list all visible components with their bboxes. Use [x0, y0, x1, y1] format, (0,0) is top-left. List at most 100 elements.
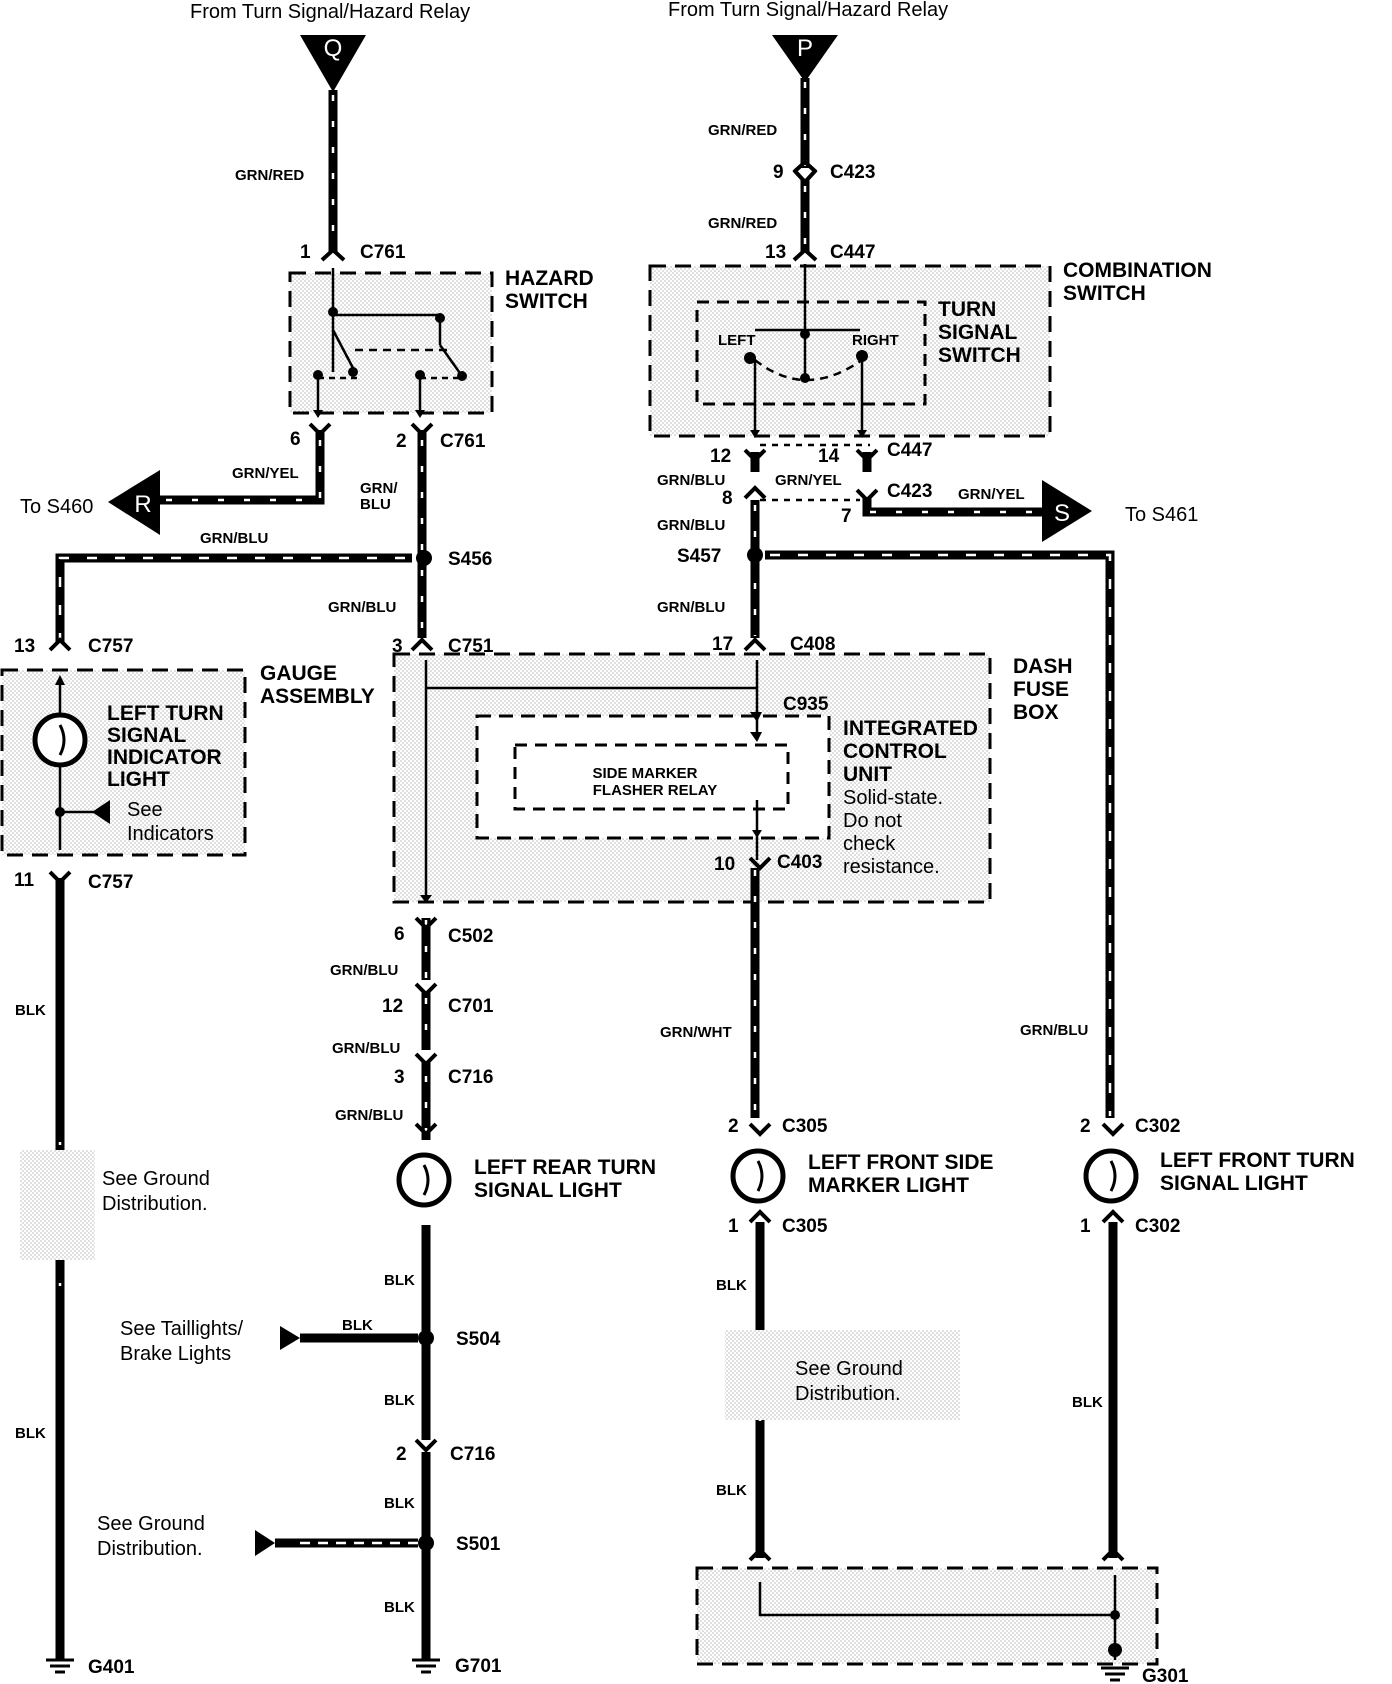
splice-s456: S456 [448, 549, 492, 570]
ground-distribution-shade-right [725, 1330, 960, 1420]
pin-1-c302: 1 [1080, 1216, 1091, 1237]
dash-fuse-box-title-3: BOX [1013, 701, 1059, 724]
wire-grn-wht: GRN/WHT [660, 1024, 732, 1041]
wire-grn-blu-front-turn: GRN/BLU [1020, 1022, 1088, 1039]
connector-c701: C701 [448, 996, 494, 1017]
connector-c305-top: C305 [782, 1116, 828, 1137]
ground-g701: G701 [455, 1656, 502, 1677]
wire-grn-red-right-2: GRN/RED [708, 215, 777, 232]
connector-c761-bottom: C761 [440, 431, 486, 452]
wire-grn-blu-turn-left: GRN/BLU [657, 472, 725, 489]
relay-title-2: FLASHER RELAY [593, 782, 717, 799]
see-taillights-2: Brake Lights [120, 1343, 231, 1365]
splice-s457: S457 [677, 546, 721, 567]
turn-signal-switch-title-3: SWITCH [938, 344, 1021, 367]
see-ground-rear-2: Distribution. [97, 1538, 203, 1560]
wire-blk-rear-3: BLK [384, 1495, 415, 1512]
see-indicators-1: See [127, 799, 163, 821]
connector-c935: C935 [783, 694, 829, 715]
from-relay-right-label: From Turn Signal/Hazard Relay [668, 0, 948, 21]
pin-14-c447: 14 [818, 446, 840, 467]
dash-fuse-box-title-1: DASH [1013, 655, 1073, 678]
pin-12-c447: 12 [710, 446, 731, 467]
connector-c502: C502 [448, 926, 493, 947]
icu-title-1: INTEGRATED [843, 717, 978, 740]
ground-g401: G401 [88, 1657, 135, 1678]
connector-r-label: R [134, 491, 151, 518]
wire-blk-left-1: BLK [15, 1002, 46, 1019]
hazard-switch-title-2: SWITCH [505, 290, 588, 313]
see-ground-rear-1: See Ground [97, 1513, 205, 1535]
rear-turn-light-label-1: LEFT REAR TURN [474, 1156, 656, 1179]
see-ground-right-1: See Ground [795, 1358, 903, 1380]
indicator-label-3: INDICATOR [107, 746, 222, 769]
connector-c423-bottom: C423 [887, 481, 932, 502]
wire-grn-blu-to-c751: GRN/BLU [328, 599, 396, 616]
wire-grn-yel-left: GRN/YEL [232, 465, 299, 482]
turn-signal-switch-box [695, 300, 927, 406]
pin-3-c751: 3 [392, 636, 403, 657]
see-taillights-1: See Taillights/ [120, 1318, 243, 1340]
side-marker-bulb-icon [730, 1148, 786, 1204]
front-turn-label-2: SIGNAL LIGHT [1160, 1172, 1308, 1195]
combination-switch-title-1: COMBINATION [1063, 259, 1212, 282]
splice-s504: S504 [456, 1329, 501, 1350]
connector-c447-top: C447 [830, 242, 875, 263]
gauge-assembly-title-1: GAUGE [260, 662, 337, 685]
connector-q-label: Q [324, 35, 343, 62]
icu-note-4: resistance. [843, 856, 940, 878]
wire-grn-blu-rear-1: GRN/BLU [330, 962, 398, 979]
wire-grn-blu-hazard-2: BLU [360, 496, 391, 513]
connector-c302-bottom: C302 [1135, 1216, 1180, 1237]
icu-note-1: Solid-state. [843, 787, 943, 809]
splice-s501: S501 [456, 1534, 501, 1555]
pin-2-c302: 2 [1080, 1116, 1091, 1137]
combination-switch-title-2: SWITCH [1063, 282, 1146, 305]
connector-s-triangle [1042, 480, 1092, 542]
wire-grn-blu-rear-3: GRN/BLU [335, 1107, 403, 1124]
turn-signal-switch-title-2: SIGNAL [938, 321, 1018, 344]
pin-17-c408: 17 [712, 634, 733, 655]
indicator-bulb-icon [32, 712, 88, 768]
pin-2-c761: 2 [396, 431, 407, 452]
connector-q-triangle [300, 35, 366, 92]
pin-2-c305: 2 [728, 1116, 739, 1137]
dash-fuse-box-title-2: FUSE [1013, 678, 1069, 701]
connector-c751: C751 [448, 636, 494, 657]
see-ground-left-2: Distribution. [102, 1193, 208, 1215]
connector-c423-top: C423 [830, 162, 875, 183]
ground-g301-icon [1101, 1666, 1129, 1682]
wire-blk-side-marker-1: BLK [716, 1277, 747, 1294]
side-marker-label-1: LEFT FRONT SIDE [808, 1151, 994, 1174]
wire-grn-blu-to-gauge: GRN/BLU [200, 530, 268, 547]
wire-grn-blu-hazard-1: GRN/ [360, 480, 398, 497]
pin-11-c757: 11 [14, 870, 35, 891]
wire-grn-yel-to-s461: GRN/YEL [958, 486, 1025, 503]
connector-r-triangle [108, 470, 160, 535]
icu-note-2: Do not [843, 810, 902, 832]
wire-blk-rear-2: BLK [384, 1392, 415, 1409]
connector-c716-bottom: C716 [450, 1444, 495, 1465]
from-relay-left-label: From Turn Signal/Hazard Relay [190, 1, 470, 23]
indicator-label-1: LEFT TURN [107, 702, 224, 725]
pin-6-c502: 6 [394, 924, 405, 945]
rear-turn-bulb-icon [396, 1152, 452, 1208]
indicator-label-2: SIGNAL [107, 724, 187, 747]
pin-3-c716: 3 [394, 1067, 405, 1088]
switch-left-label: LEFT [718, 332, 756, 349]
pin-6-c761: 6 [290, 429, 301, 450]
connector-c761-top: C761 [360, 242, 406, 263]
connector-p-label: P [797, 35, 813, 62]
wire-grn-blu-rear-2: GRN/BLU [332, 1040, 400, 1057]
side-marker-flasher-relay-box [513, 743, 790, 811]
wire-grn-blu-to-s457: GRN/BLU [657, 517, 725, 534]
hazard-switch-box [288, 271, 494, 415]
wire-grn-yel-turn-right: GRN/YEL [775, 472, 842, 489]
icu-note-3: check [843, 833, 896, 855]
see-ground-right-2: Distribution. [795, 1383, 901, 1405]
ground-g401-icon [46, 1658, 74, 1674]
wire-blk-rear-4: BLK [384, 1599, 415, 1616]
to-s460-label: To S460 [20, 496, 93, 518]
indicator-label-4: LIGHT [107, 768, 170, 791]
